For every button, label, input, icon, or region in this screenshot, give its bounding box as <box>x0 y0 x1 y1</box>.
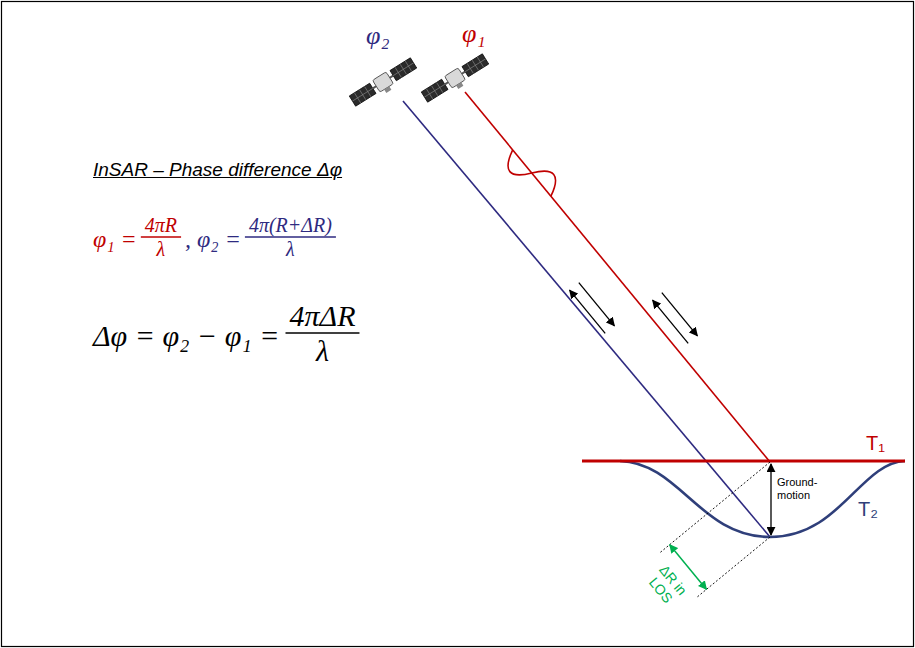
surface-label: T₂ <box>858 498 878 520</box>
formula-term: Δφ = φ₂ − φ₁ = <box>93 319 280 352</box>
signal-arrow <box>579 283 615 326</box>
phase-label: φ₂ <box>366 22 389 51</box>
los-line <box>465 92 770 462</box>
los-line <box>403 101 770 537</box>
motion-arrow <box>770 464 771 535</box>
satellite <box>349 57 420 110</box>
motion-label: Ground- motion <box>777 476 829 501</box>
deformed-surface <box>620 461 905 537</box>
initial-surface <box>582 460 905 463</box>
projection-line <box>697 537 770 597</box>
satellite <box>421 53 492 106</box>
fraction-denominator: λ <box>316 334 329 367</box>
fraction-numerator: 4πΔR <box>290 299 356 332</box>
fraction-bar <box>141 236 181 237</box>
formula-term: φ₁ = <box>93 226 137 252</box>
wave <box>508 150 556 196</box>
surface-label: T₁ <box>866 432 885 454</box>
fraction-bar <box>286 332 360 333</box>
fraction-numerator: 4π(R+ΔR) <box>249 214 332 236</box>
fraction-denominator: λ <box>286 238 295 260</box>
los-label: ΔR in LOS <box>639 557 693 613</box>
signal-arrow <box>653 300 689 343</box>
phase-label: φ₁ <box>462 20 485 49</box>
diagram-title: InSAR – Phase difference Δφ <box>93 160 342 181</box>
fraction-denominator: λ <box>157 238 166 260</box>
formula-term: , φ₂ = <box>185 226 241 252</box>
fraction-numerator: 4πR <box>145 214 177 236</box>
signal-arrow <box>570 290 606 333</box>
fraction-bar <box>245 236 336 237</box>
signal-arrow <box>662 293 698 336</box>
projection-line <box>660 462 770 552</box>
